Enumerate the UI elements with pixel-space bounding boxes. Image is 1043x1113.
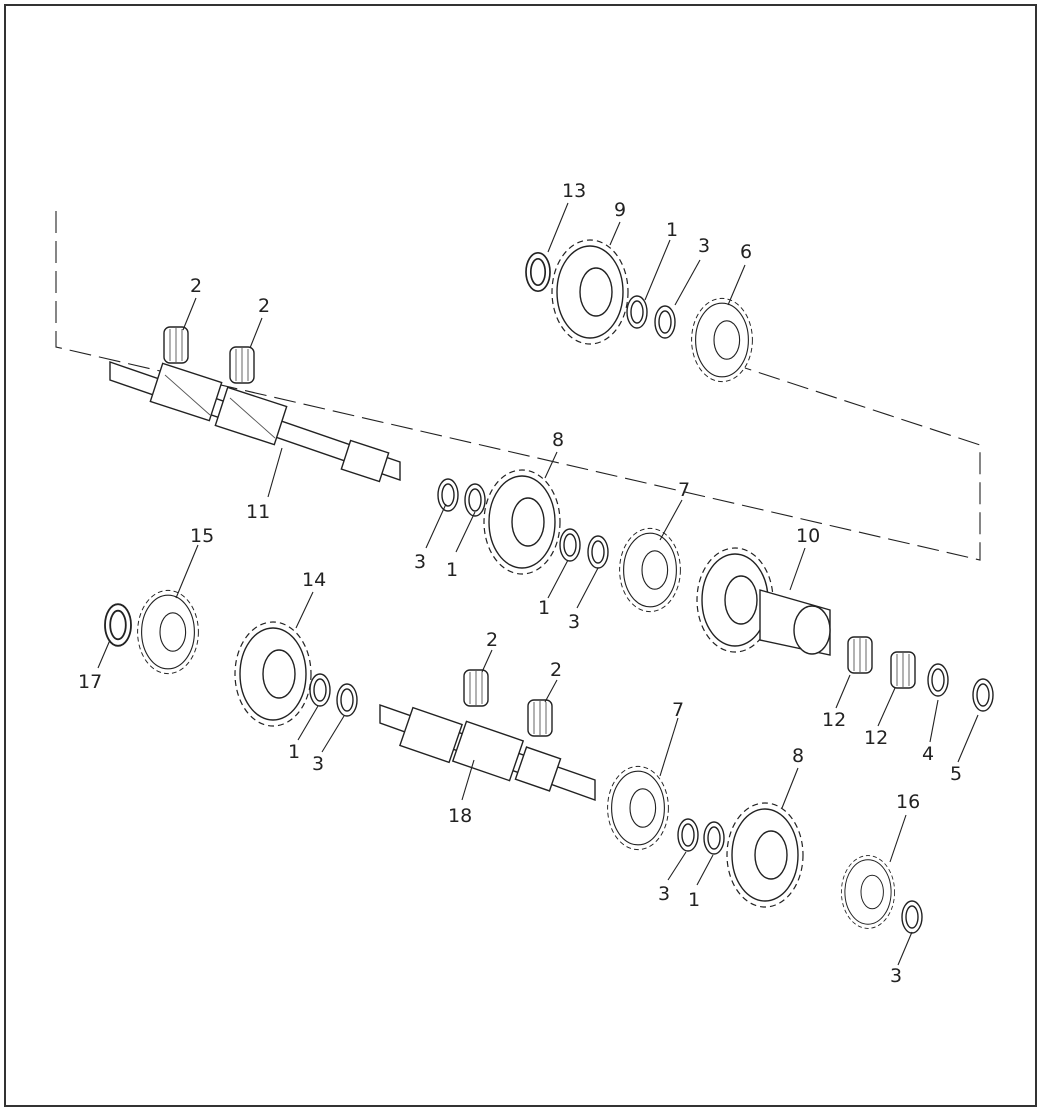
callout-16: 16 — [896, 791, 920, 813]
washer-17 — [104, 603, 132, 647]
alignment-line-upper — [55, 211, 981, 561]
gear-9 — [551, 239, 629, 345]
ring-4 — [927, 663, 949, 697]
bearing-2d — [527, 699, 553, 737]
gear-6 — [691, 297, 753, 383]
ring-3c — [587, 535, 609, 569]
callout-8: 8 — [792, 745, 804, 767]
ring-3f — [901, 900, 923, 934]
bearing-12a — [847, 636, 873, 674]
leader-lines — [97, 202, 979, 966]
callout-13: 13 — [562, 180, 586, 202]
callout-labels: 13 9 1 3 6 2 2 8 11 3 1 7 10 1 3 15 14 1… — [78, 180, 962, 987]
callout-12: 12 — [864, 727, 888, 749]
shaft-18 — [379, 704, 596, 801]
callout-2: 2 — [190, 275, 202, 297]
callout-15: 15 — [190, 525, 214, 547]
callout-1: 1 — [688, 889, 700, 911]
callout-11: 11 — [246, 501, 270, 523]
ring-1a — [626, 295, 648, 329]
gear-14 — [234, 621, 312, 727]
callout-14: 14 — [302, 569, 326, 591]
shaft-10 — [696, 547, 831, 656]
callout-1: 1 — [666, 219, 678, 241]
bearing-2b — [229, 346, 255, 384]
ring-1b — [464, 483, 486, 517]
callout-3: 3 — [568, 611, 580, 633]
callout-2: 2 — [258, 295, 270, 317]
callout-3: 3 — [312, 753, 324, 775]
ring-3e — [677, 818, 699, 852]
shaft-11 — [109, 361, 401, 483]
ring-3b — [437, 478, 459, 512]
bearing-2a — [163, 326, 189, 364]
callout-7: 7 — [672, 699, 684, 721]
bearing-12b — [890, 651, 916, 689]
callout-3: 3 — [890, 965, 902, 987]
callout-12: 12 — [822, 709, 846, 731]
callout-3: 3 — [414, 551, 426, 573]
ring-3a — [654, 305, 676, 339]
callout-3: 3 — [658, 883, 670, 905]
gear-7-upper — [619, 527, 681, 613]
callout-17: 17 — [78, 671, 102, 693]
callout-1: 1 — [538, 597, 550, 619]
gear-8-lower — [726, 802, 804, 908]
ring-3d — [336, 683, 358, 717]
callout-1: 1 — [288, 741, 300, 763]
callout-5: 5 — [950, 763, 962, 785]
callout-2: 2 — [486, 629, 498, 651]
callout-10: 10 — [796, 525, 820, 547]
washer-13 — [525, 251, 551, 293]
callout-4: 4 — [922, 743, 934, 765]
ring-1d — [309, 673, 331, 707]
gear-8-upper — [483, 469, 561, 575]
callout-6: 6 — [740, 241, 752, 263]
callout-7: 7 — [678, 479, 690, 501]
callout-1: 1 — [446, 559, 458, 581]
callout-3: 3 — [698, 235, 710, 257]
ring-1c — [559, 528, 581, 562]
gear-16 — [840, 855, 896, 929]
ring-1e — [703, 821, 725, 855]
callout-9: 9 — [614, 199, 626, 221]
bearing-2c — [463, 669, 489, 707]
callout-18: 18 — [448, 805, 472, 827]
gear-15 — [137, 589, 199, 675]
bushing-5 — [972, 678, 994, 712]
gear-7-lower — [607, 765, 669, 851]
callout-8: 8 — [552, 429, 564, 451]
callout-2: 2 — [550, 659, 562, 681]
